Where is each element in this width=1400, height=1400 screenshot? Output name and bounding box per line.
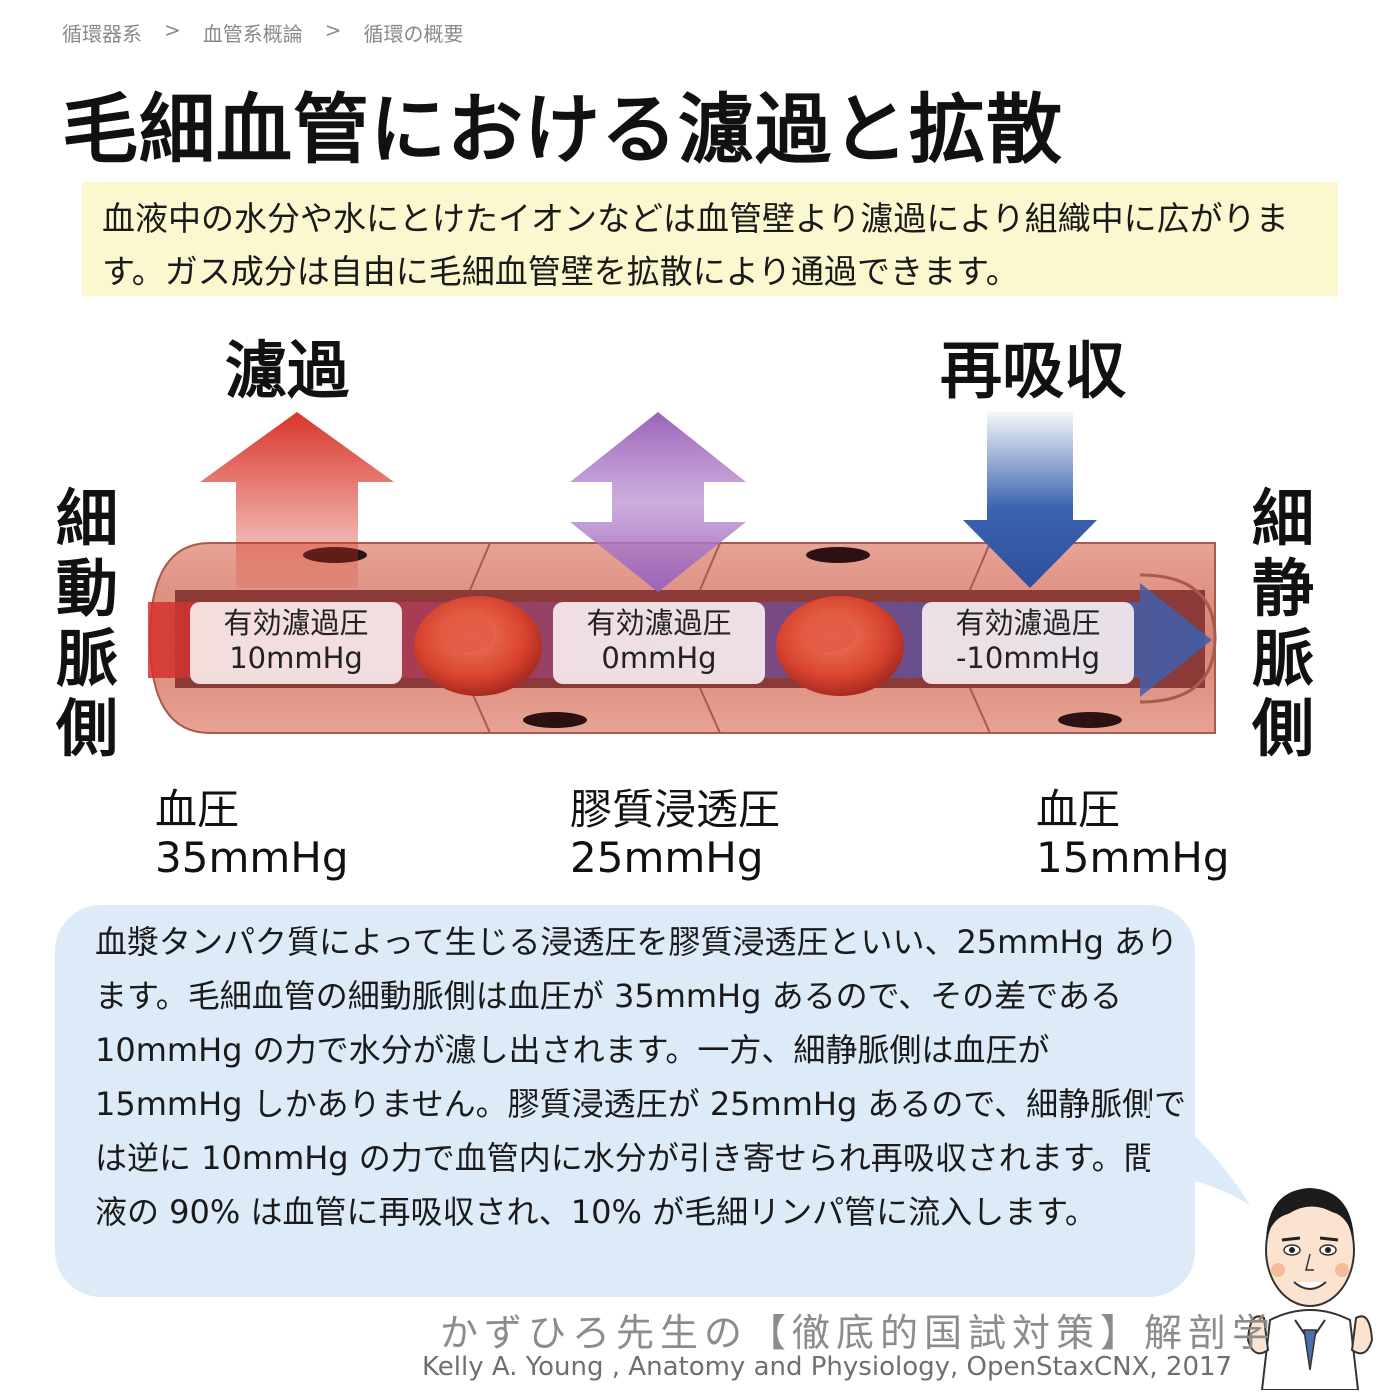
venous-blood-pressure: 血圧 15mmHg <box>1036 786 1230 882</box>
breadcrumb-item[interactable]: 血管系概論 <box>202 22 303 46</box>
pressure-box-value: -10mmHg <box>955 641 1101 675</box>
equilibrium-arrow <box>570 412 746 592</box>
side-char: 細 <box>1251 482 1314 555</box>
filtration-arrow <box>200 412 394 588</box>
nucleus <box>523 712 587 728</box>
footer-credit: Kelly A. Young , Anatomy and Physiology,… <box>422 1352 1233 1382</box>
pressure-box-label: 有効濾過圧 <box>586 606 732 640</box>
pressure-box-value: 0mmHg <box>601 641 717 675</box>
pressure-box-value: 10mmHg <box>229 641 363 675</box>
nucleus <box>1058 712 1122 728</box>
reabsorption-heading: 再吸収 <box>940 334 1127 407</box>
summary-box: 血液中の水分や水にとけたイオンなどは血管壁より濾過により組織中に広がります。ガス… <box>82 182 1338 296</box>
pressure-box-label: 有効濾過圧 <box>955 606 1101 640</box>
breadcrumb-separator: > <box>164 18 181 42</box>
page-title: 毛細血管における濾過と拡散 <box>62 85 1063 174</box>
side-char: 脈 <box>55 622 118 695</box>
teacher-avatar <box>1246 1188 1374 1390</box>
pressure-value: 35mmHg <box>155 833 349 882</box>
pressure-label: 血圧 <box>155 785 240 834</box>
bubble-tail <box>1150 1100 1250 1205</box>
arterial-side-label: 細 動 脈 側 <box>52 484 122 764</box>
side-char: 静 <box>1251 552 1314 625</box>
filtration-heading: 濾過 <box>225 334 350 407</box>
side-char: 側 <box>1251 692 1314 765</box>
pressure-label: 血圧 <box>1036 785 1121 834</box>
breadcrumb-item[interactable]: 循環の概要 <box>363 22 464 46</box>
pressure-box-middle: 有効濾過圧 0mmHg <box>553 602 765 684</box>
colloid-osmotic-pressure: 膠質浸透圧 25mmHg <box>570 786 780 882</box>
side-char: 動 <box>55 552 118 625</box>
nucleus <box>806 547 870 563</box>
breadcrumb: 循環器系 > 血管系概論 > 循環の概要 <box>62 18 464 47</box>
arterial-blood-pressure: 血圧 35mmHg <box>155 786 349 882</box>
breadcrumb-item[interactable]: 循環器系 <box>62 22 142 46</box>
pressure-box-label: 有効濾過圧 <box>223 606 369 640</box>
reabsorption-arrow <box>963 412 1097 588</box>
side-char: 側 <box>55 692 118 765</box>
pressure-label: 膠質浸透圧 <box>570 785 781 834</box>
capillary-illustration <box>148 412 1217 734</box>
side-char: 脈 <box>1251 622 1314 695</box>
pressure-value: 25mmHg <box>570 833 764 882</box>
side-char: 細 <box>55 482 118 555</box>
pressure-value: 15mmHg <box>1036 833 1230 882</box>
breadcrumb-separator: > <box>324 18 342 42</box>
venous-side-label: 細 静 脈 側 <box>1248 484 1318 764</box>
pressure-box-arterial: 有効濾過圧 10mmHg <box>190 602 402 684</box>
pressure-box-venous: 有効濾過圧 -10mmHg <box>922 602 1134 684</box>
footer-title: かずひろ先生の【徹底的国試対策】解剖学 <box>440 1311 1277 1355</box>
explanation-bubble: 血漿タンパク質によって生じる浸透圧を膠質浸透圧といい、25mmHg あります。毛… <box>55 905 1195 1297</box>
